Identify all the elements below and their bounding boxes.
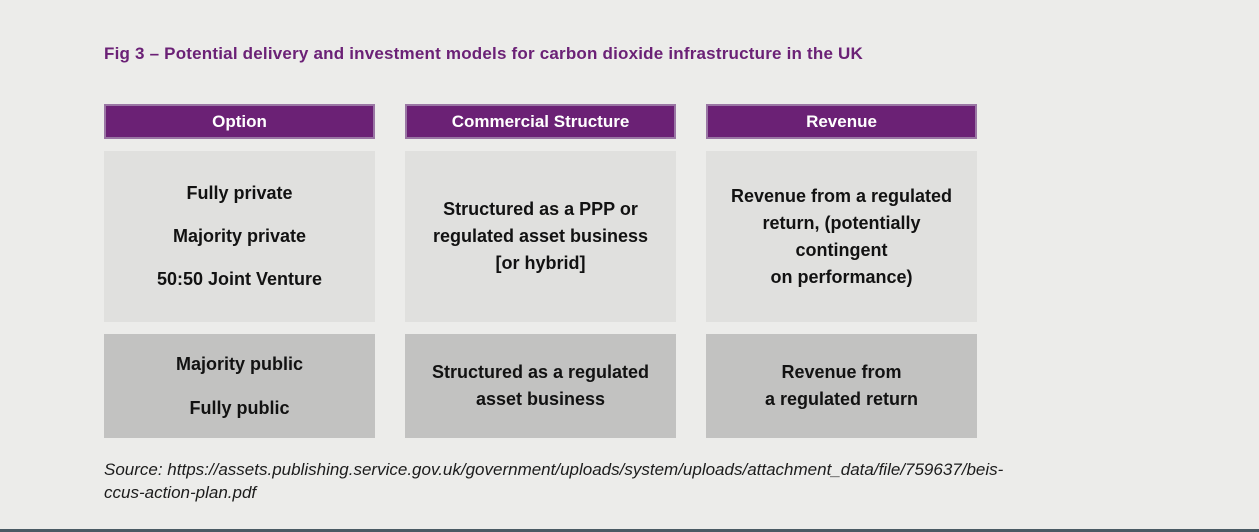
bottom-divider xyxy=(0,529,1259,532)
revenue-private-line: return, (potentially xyxy=(762,212,921,233)
option-joint-venture: 50:50 Joint Venture xyxy=(156,269,323,289)
option-fully-public: Fully public xyxy=(189,398,290,418)
source-citation: Source: https://assets.publishing.servic… xyxy=(104,458,1003,504)
source-citation-line: Source: https://assets.publishing.servic… xyxy=(104,460,1004,479)
delivery-models-table: Option Commercial Structure Revenue Full… xyxy=(104,104,977,438)
cell-option-public-models: Majority public Fully public xyxy=(104,334,375,438)
column-header-commercial-structure: Commercial Structure xyxy=(405,104,676,139)
revenue-private-line: on performance) xyxy=(770,266,913,287)
revenue-private-line: Revenue from a regulated xyxy=(730,185,953,206)
column-header-revenue: Revenue xyxy=(706,104,977,139)
cell-revenue-public-models: Revenue from a regulated return xyxy=(706,334,977,438)
cell-structure-public-models: Structured as a regulated asset business xyxy=(405,334,676,438)
structure-private-line: Structured as a PPP or xyxy=(443,199,638,219)
revenue-public-line: a regulated return xyxy=(764,389,919,409)
cell-revenue-private-models: Revenue from a regulated return, (potent… xyxy=(706,151,977,322)
column-header-option: Option xyxy=(104,104,375,139)
option-fully-private: Fully private xyxy=(186,183,293,203)
structure-public-line: Structured as a regulated xyxy=(431,362,650,382)
figure-title: Fig 3 – Potential delivery and investmen… xyxy=(104,44,863,63)
structure-private-line: [or hybrid] xyxy=(495,253,586,273)
cell-option-private-models: Fully private Majority private 50:50 Joi… xyxy=(104,151,375,322)
source-citation-line: ccus-action-plan.pdf xyxy=(104,483,257,502)
revenue-private-line: contingent xyxy=(795,239,888,260)
cell-structure-private-models: Structured as a PPP or regulated asset b… xyxy=(405,151,676,322)
option-majority-public: Majority public xyxy=(175,354,303,374)
structure-private-line: regulated asset business xyxy=(432,226,649,246)
structure-public-line: asset business xyxy=(475,389,606,409)
option-majority-private: Majority private xyxy=(172,226,307,246)
revenue-public-line: Revenue from xyxy=(781,362,902,382)
